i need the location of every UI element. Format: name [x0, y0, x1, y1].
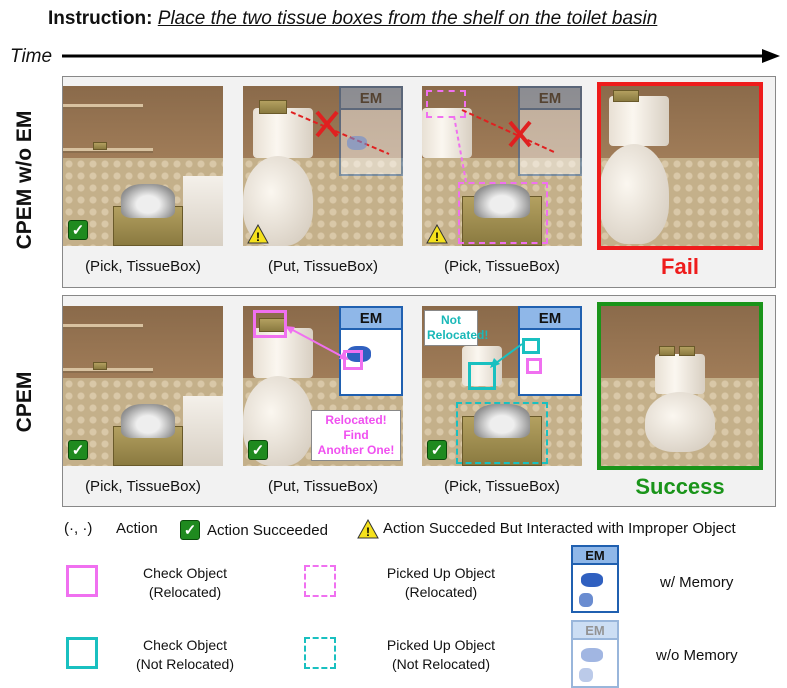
legend-line: Picked Up Object	[386, 637, 496, 653]
check-not-relocated-box	[522, 338, 540, 354]
legend-check-not-relocated-swatch	[66, 637, 98, 669]
memory-link-arrow-icon	[285, 326, 349, 360]
scene-r2-put: EM Relocated! Find Another One! ✓	[243, 306, 403, 466]
scene-r1-put: EM !	[243, 86, 403, 246]
legend-success-check-icon: ✓	[180, 520, 200, 540]
time-label: Time	[10, 46, 53, 67]
success-check-icon: ✓	[68, 220, 88, 240]
legend-warning-icon: !	[357, 519, 379, 539]
picked-not-relocated-box	[456, 402, 548, 464]
legend-picked-relocated-swatch	[304, 565, 336, 597]
note-not-relocated: Not Relocated!	[424, 310, 489, 346]
scene-r1-outcome	[599, 84, 761, 248]
instruction-label: Instruction:	[48, 8, 153, 29]
success-check-icon: ✓	[68, 440, 88, 460]
note-relocated: Relocated! Find Another One!	[311, 410, 401, 461]
svg-text:!: !	[256, 230, 260, 244]
legend-line: (Relocated)	[148, 584, 222, 600]
check-relocated-box	[253, 310, 287, 338]
legend-action-symbol: (·, ·)	[64, 520, 93, 537]
scene-r2-pick-1: ✓	[63, 306, 223, 466]
picked-relocated-box	[426, 90, 466, 118]
legend-picked-relocated: Picked Up Object (Relocated)	[366, 564, 516, 602]
legend-check-relocated: Check Object (Relocated)	[120, 564, 250, 602]
caption-r2-3: (Pick, TissueBox)	[444, 478, 560, 495]
note-relocated-line: Relocated!	[325, 413, 387, 427]
success-check-icon: ✓	[427, 440, 447, 460]
caption-r2-2: (Put, TissueBox)	[267, 478, 379, 495]
legend-line: Check Object	[142, 637, 228, 653]
legend-action: Action	[116, 520, 158, 537]
row-label-cpem: CPEM	[13, 371, 36, 433]
legend-check-not-relocated: Check Object (Not Relocated)	[120, 636, 250, 674]
warning-icon: !	[426, 224, 448, 244]
legend-line: (Not Relocated)	[135, 656, 235, 672]
em-header: EM	[520, 88, 580, 110]
legend-picked-not-relocated-swatch	[304, 637, 336, 669]
success-check-icon: ✓	[248, 440, 268, 460]
legend-improper: Action Succeded But Interacted with Impr…	[383, 520, 736, 537]
no-memory-arrow-icon	[290, 110, 390, 155]
outcome-success: Success	[635, 474, 725, 499]
no-memory-arrow-icon	[453, 109, 555, 183]
note-relocated-line: Another One!	[317, 443, 395, 457]
scene-r1-pick-2: EM !	[422, 86, 582, 246]
instruction: Instruction: Place the two tissue boxes …	[48, 8, 657, 30]
legend-line: (Not Relocated)	[391, 656, 491, 672]
legend-with-memory: w/ Memory	[660, 574, 734, 591]
warning-icon: !	[247, 224, 269, 244]
check-not-relocated-box	[468, 362, 496, 390]
legend-line: Picked Up Object	[386, 565, 496, 581]
memory-link-arrow-icon	[490, 343, 523, 368]
legend-em-with-memory: EM	[571, 545, 619, 613]
svg-text:!: !	[435, 230, 439, 244]
instruction-text: Place the two tissue boxes from the shel…	[157, 8, 658, 29]
caption-r1-2: (Put, TissueBox)	[267, 258, 379, 275]
caption-r2-1: (Pick, TissueBox)	[85, 478, 201, 495]
legend-check-relocated-swatch	[66, 565, 98, 597]
check-relocated-box	[343, 350, 363, 370]
caption-r1-3: (Pick, TissueBox)	[444, 258, 560, 275]
legend-line: (Relocated)	[404, 584, 478, 600]
em-header: EM	[573, 547, 617, 565]
picked-relocated-box	[458, 182, 548, 244]
em-header: EM	[341, 88, 401, 110]
note-not-relocated-line: Not	[441, 313, 461, 327]
check-relocated-box	[526, 358, 542, 374]
success-frame	[597, 302, 763, 470]
scene-r2-outcome	[599, 304, 761, 468]
legend-without-memory: w/o Memory	[656, 647, 738, 664]
legend-em-without-memory: EM	[571, 620, 619, 688]
note-not-relocated-line: Relocated!	[427, 328, 489, 342]
time-arrow-icon	[62, 49, 780, 63]
legend-succeeded: Action Succeeded	[207, 522, 328, 539]
outcome-fail: Fail	[661, 254, 699, 279]
scene-r2-pick-2: EM Not Relocated! ✓	[422, 306, 582, 466]
caption-r1-1: (Pick, TissueBox)	[85, 258, 201, 275]
scene-r1-pick-1: ✓	[63, 86, 223, 246]
em-header: EM	[520, 308, 580, 330]
note-relocated-line: Find	[343, 428, 369, 442]
row-label-cpem-wo-em: CPEM w/o EM	[13, 110, 36, 250]
svg-text:!: !	[366, 525, 370, 539]
legend-line: Check Object	[142, 565, 228, 581]
fail-frame	[597, 82, 763, 250]
em-header: EM	[573, 622, 617, 640]
legend-picked-not-relocated: Picked Up Object (Not Relocated)	[366, 636, 516, 674]
em-header: EM	[341, 308, 401, 330]
